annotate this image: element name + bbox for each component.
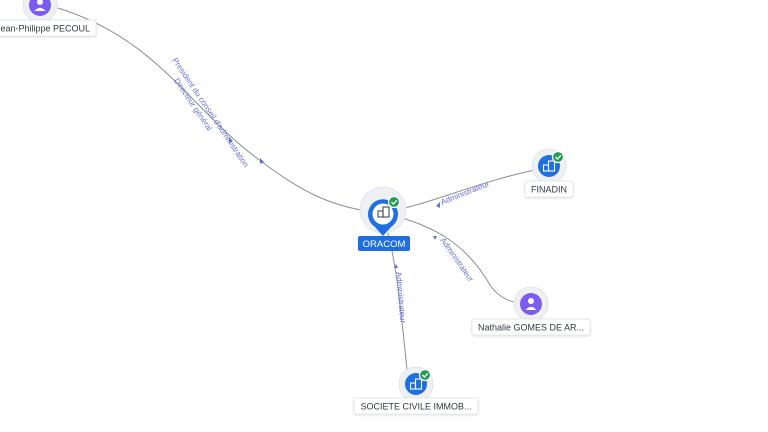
edge-ngomes-oracom[interactable]	[381, 212, 531, 305]
edge-labels-layer: President du conseil d'administration Di…	[170, 56, 491, 324]
node-label: ORACOM	[363, 239, 406, 250]
node-label: Jean-Philippe PECOUL	[0, 24, 90, 34]
node-societe-civile-immob[interactable]: SOCIETE CIVILE IMMOB...	[353, 366, 479, 415]
check-icon	[555, 154, 562, 160]
node-label: Nathalie GOMES DE AR...	[478, 323, 584, 333]
node-label-box	[358, 236, 410, 251]
edge-label-ngomes-oracom: Administrateur	[438, 236, 475, 284]
node-jean-philippe-pecoul[interactable]: Jean-Philippe PECOUL	[0, 0, 97, 37]
node-label: SOCIETE CIVILE IMMOB...	[360, 402, 471, 412]
edge-label-jpp-oracom: President du conseil d'administration Di…	[170, 56, 250, 169]
person-icon	[525, 298, 537, 310]
arrow-sci-oracom	[394, 264, 398, 268]
node-label-box	[353, 397, 479, 415]
edge-label-line: President du conseil d'administration	[170, 56, 250, 169]
verified-badge	[418, 368, 432, 382]
node-label: FINADIN	[531, 185, 567, 195]
company-icon	[377, 206, 390, 218]
verified-badge	[387, 195, 401, 209]
edge-label-line: Administrateur	[438, 236, 475, 284]
check-icon	[391, 199, 398, 205]
person-icon	[34, 0, 46, 11]
arrow-finadin-oracom	[436, 202, 440, 208]
arrow-jpp-oracom	[229, 137, 233, 143]
edge-label-sci-oracom: Administrateur	[394, 271, 407, 323]
edge-label-line: Administrateur	[439, 179, 491, 207]
node-label-box	[0, 19, 97, 37]
company-icon	[542, 160, 556, 172]
node-label-box	[524, 180, 574, 198]
node-label-box	[471, 318, 591, 336]
node-finadin[interactable]: FINADIN	[524, 148, 574, 198]
node-oracom[interactable]: ORACOM	[358, 186, 410, 251]
node-nathalie-gomes[interactable]: Nathalie GOMES DE AR...	[471, 286, 591, 336]
company-icon	[409, 378, 423, 390]
edge-jpp-oracom[interactable]	[57, 7, 383, 214]
check-icon	[422, 372, 429, 378]
arrow-jpp-oracom-2	[260, 158, 264, 164]
verified-badge	[551, 150, 565, 164]
arrow-ngomes-oracom	[433, 236, 437, 240]
edge-label-finadin-oracom: Administrateur	[439, 179, 491, 207]
edge-label-line: Administrateur	[394, 271, 407, 323]
